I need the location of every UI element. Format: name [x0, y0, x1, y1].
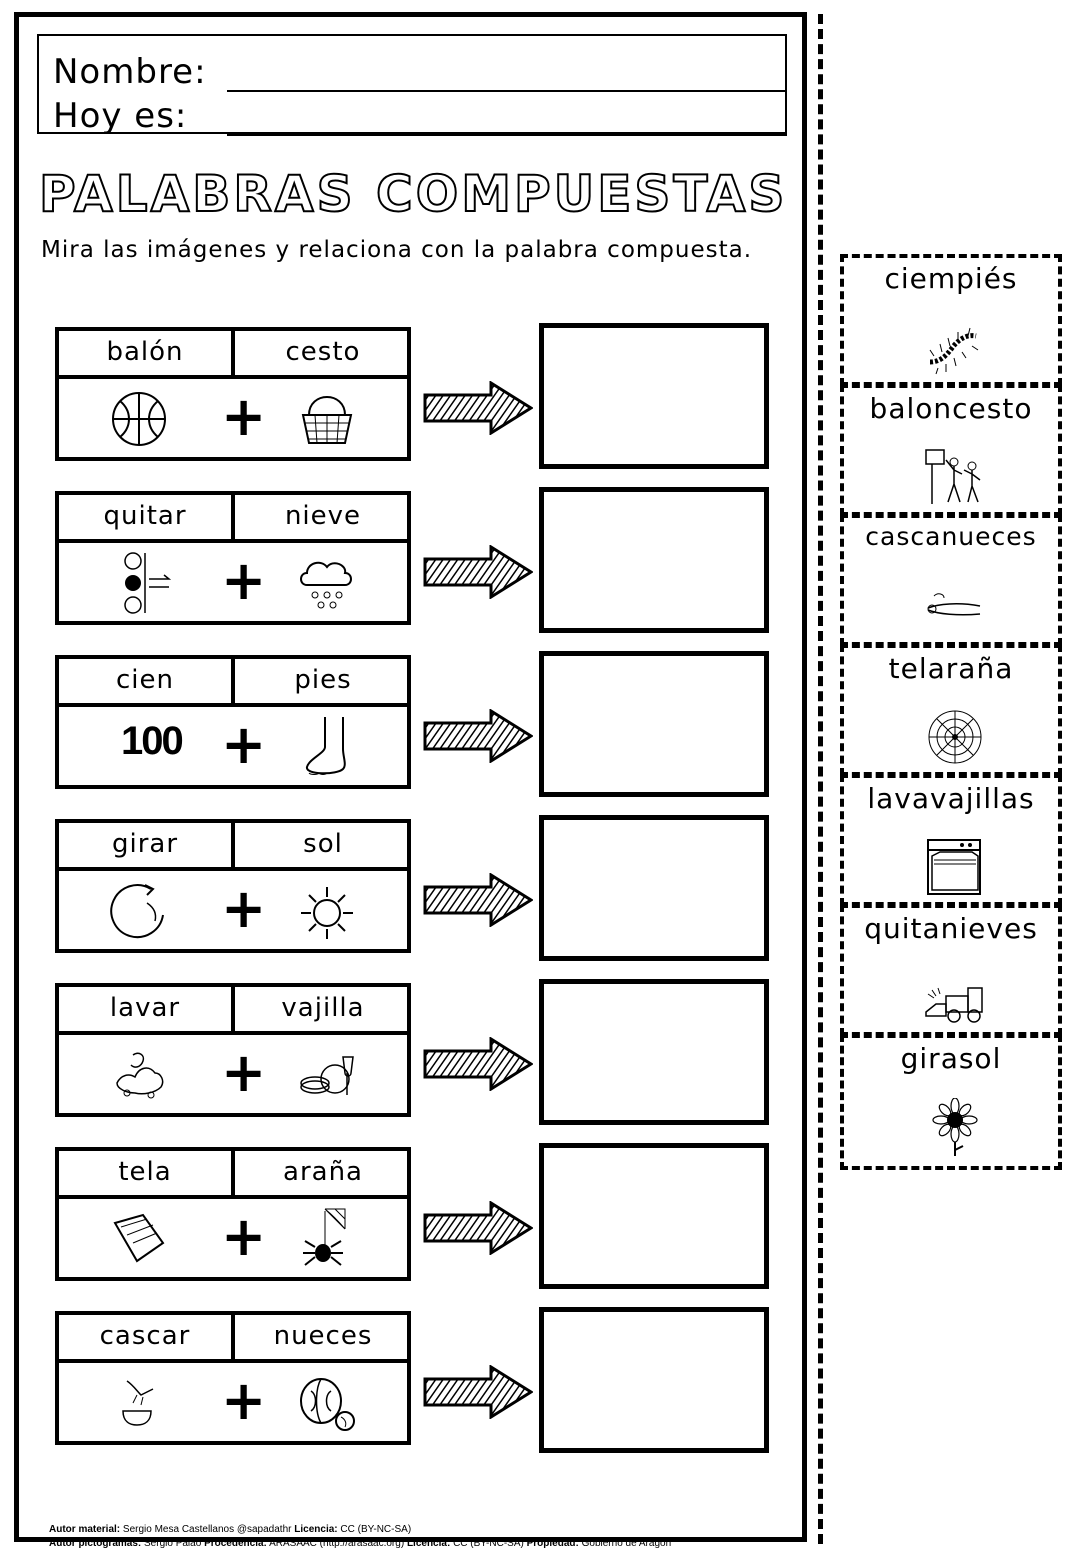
word-pair: cascar nueces + — [55, 1311, 411, 1445]
word-card[interactable]: girasol — [840, 1034, 1062, 1170]
snow-cloud-icon — [300, 561, 352, 609]
plus-sign: + — [221, 549, 267, 612]
arrow-icon — [423, 1365, 533, 1419]
foot-icon — [306, 717, 346, 775]
compound-row: quitar nieve + — [55, 487, 770, 633]
answer-box[interactable] — [539, 815, 769, 961]
left-word: girar — [59, 823, 235, 867]
spider-icon — [303, 1208, 346, 1266]
answer-box[interactable] — [539, 323, 769, 469]
rotate-icon — [110, 884, 164, 939]
card-word: quitanieves — [864, 912, 1038, 945]
plus-sign: + — [221, 1369, 267, 1432]
left-word: quitar — [59, 495, 235, 539]
plus-sign: + — [221, 877, 267, 940]
arrow-icon — [423, 1037, 533, 1091]
word-pair: girar sol + — [55, 819, 411, 953]
cut-line — [818, 14, 823, 1544]
plus-sign: + — [221, 1041, 267, 1104]
arrow-icon — [423, 545, 533, 599]
arrow-icon — [423, 1201, 533, 1255]
name-line[interactable] — [227, 90, 787, 92]
number-100: 100 — [121, 719, 184, 763]
arrow-icon — [423, 381, 533, 435]
answer-box[interactable] — [539, 487, 769, 633]
word-card[interactable]: ciempiés — [840, 254, 1062, 386]
name-row: Nombre: — [53, 52, 787, 92]
word-pair: quitar nieve + — [55, 491, 411, 625]
word-pair: tela araña + — [55, 1147, 411, 1281]
left-word: cascar — [59, 1315, 235, 1359]
answer-box[interactable] — [539, 1143, 769, 1289]
right-word: pies — [294, 665, 352, 695]
compound-row: balón cesto + — [55, 323, 770, 469]
plus-sign: + — [221, 385, 267, 448]
right-word: cesto — [285, 337, 361, 367]
compound-row: tela araña + — [55, 1143, 770, 1289]
word-card[interactable]: telaraña — [840, 644, 1062, 776]
word-pair: cien pies 100 + — [55, 655, 411, 789]
basketball-icon — [112, 392, 166, 446]
nutcracker-icon — [927, 593, 981, 616]
card-word: cascanueces — [865, 522, 1037, 551]
word-card[interactable]: lavavajillas — [840, 774, 1062, 906]
card-word: girasol — [900, 1042, 1002, 1075]
compound-row: girar sol + — [55, 815, 770, 961]
walnut-icon — [300, 1378, 355, 1431]
right-word: sol — [303, 829, 343, 859]
sunflower-icon — [932, 1098, 978, 1156]
date-row: Hoy es: — [53, 96, 787, 136]
spiderweb-icon — [928, 710, 982, 764]
compound-row: cascar nueces + — [55, 1307, 770, 1453]
arrow-icon — [423, 709, 533, 763]
snowplow-icon — [925, 987, 983, 1023]
instruction-text: Mira las imágenes y relaciona con la pal… — [41, 237, 753, 263]
compound-row: cien pies 100 + — [55, 651, 770, 797]
left-word: cien — [59, 659, 235, 703]
right-word: nieve — [284, 501, 362, 531]
word-pair: lavar vajilla + — [55, 983, 411, 1117]
name-date-box: Nombre: Hoy es: — [37, 34, 787, 136]
remove-icon — [124, 552, 172, 614]
date-line[interactable] — [227, 134, 787, 136]
compound-row: lavar vajilla + — [55, 979, 770, 1125]
dishes-icon — [300, 1056, 354, 1095]
left-word: balón — [59, 331, 235, 375]
plus-sign: + — [221, 1205, 267, 1268]
worksheet: Nombre: Hoy es: PALABRAS COMPUESTAS Mira… — [14, 12, 807, 1549]
arrow-icon — [423, 873, 533, 927]
left-word: lavar — [59, 987, 235, 1031]
name-label: Nombre: — [53, 52, 207, 92]
credits: Autor material: Sergio Mesa Castellanos … — [49, 1524, 672, 1549]
left-word: tela — [59, 1151, 235, 1195]
basketball-players-icon — [925, 449, 981, 504]
right-word: vajilla — [281, 993, 365, 1023]
sun-icon — [301, 887, 353, 939]
right-word: araña — [283, 1157, 363, 1187]
dishwasher-icon — [927, 839, 981, 895]
crack-icon — [122, 1380, 154, 1426]
date-label: Hoy es: — [53, 96, 188, 136]
answer-box[interactable] — [539, 651, 769, 797]
word-card[interactable]: cascanueces — [840, 514, 1062, 646]
word-card[interactable]: quitanieves — [840, 904, 1062, 1036]
plus-sign: + — [221, 713, 267, 776]
word-pair: balón cesto + — [55, 327, 411, 461]
card-word: telaraña — [888, 652, 1014, 685]
washing-icon — [116, 1052, 164, 1099]
answer-box[interactable] — [539, 1307, 769, 1453]
card-word: ciempiés — [884, 262, 1018, 295]
page-title: PALABRAS COMPUESTAS — [38, 164, 788, 224]
right-word: nueces — [273, 1321, 373, 1351]
card-word: baloncesto — [869, 392, 1033, 425]
answer-box[interactable] — [539, 979, 769, 1125]
cloth-icon — [113, 1213, 165, 1263]
card-word: lavavajillas — [867, 782, 1035, 815]
word-card[interactable]: baloncesto — [840, 384, 1062, 516]
basket-icon — [301, 396, 353, 444]
centipede-icon — [929, 327, 979, 375]
